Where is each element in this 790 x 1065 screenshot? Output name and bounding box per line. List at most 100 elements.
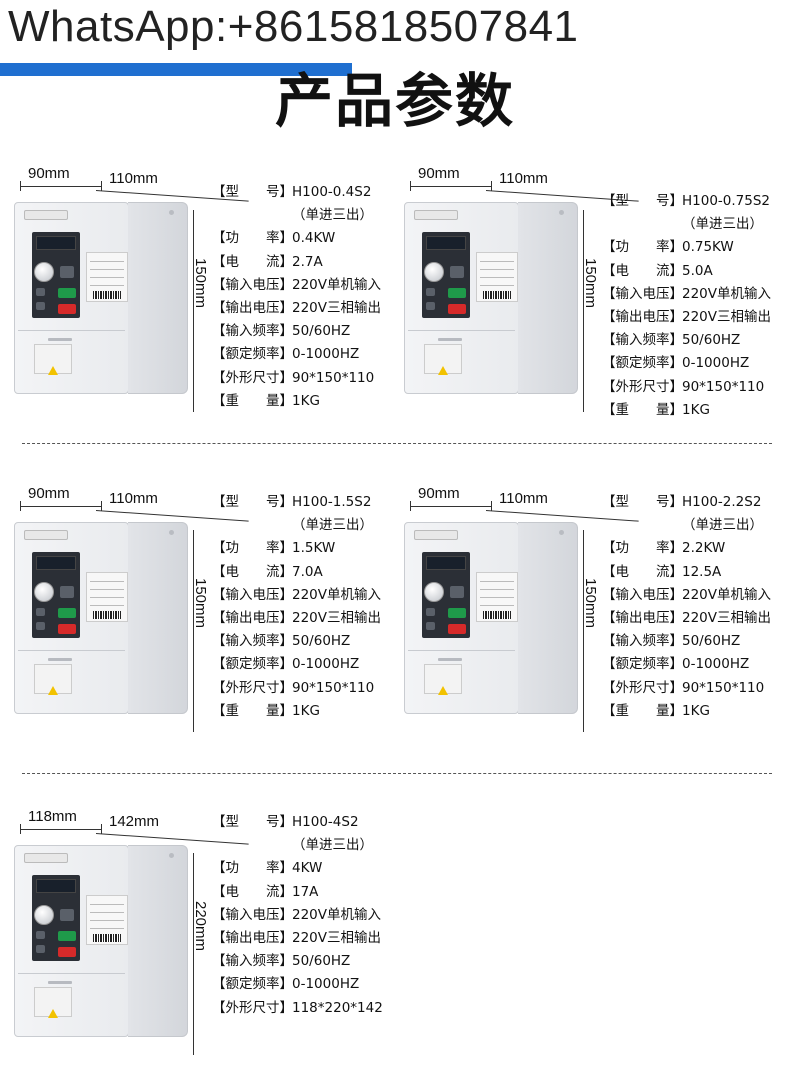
spec-value: H100-0.75S2 bbox=[682, 193, 771, 209]
vent-slot bbox=[48, 338, 72, 341]
dimension-depth: 110mm bbox=[109, 170, 158, 187]
stop-button bbox=[58, 304, 76, 314]
rating-label bbox=[86, 252, 128, 302]
warning-triangle-icon bbox=[48, 1009, 58, 1018]
spec-label: 【输入频率】 bbox=[212, 633, 293, 650]
spec-label: 【输出电压】 bbox=[212, 610, 293, 626]
spec-label: 【功 率】 bbox=[212, 230, 293, 247]
keypad-button bbox=[36, 302, 45, 310]
vent-slot bbox=[48, 981, 72, 984]
rating-label bbox=[86, 895, 128, 945]
spec-row: 【功 率】4KW bbox=[212, 858, 322, 878]
inverter-device-image bbox=[14, 522, 189, 714]
dimension-tick bbox=[101, 824, 102, 834]
label-line bbox=[90, 589, 124, 590]
dimension-width: 118mm bbox=[28, 808, 77, 825]
keypad-button bbox=[60, 909, 74, 921]
stop-button bbox=[448, 624, 466, 634]
dimension-tick bbox=[101, 181, 102, 191]
dimension-depth: 110mm bbox=[499, 490, 548, 507]
spec-label: 【功 率】 bbox=[602, 540, 683, 557]
dimension-height-line bbox=[193, 530, 194, 732]
dimension-tick bbox=[101, 501, 102, 511]
spec-value: 50/60HZ bbox=[292, 323, 351, 340]
spec-label: 【电 流】 bbox=[212, 883, 293, 900]
spec-label: 【输入电压】 bbox=[212, 906, 293, 923]
spec-label: 【重 量】 bbox=[212, 392, 293, 409]
spec-value: 0-1000HZ bbox=[292, 656, 360, 673]
spec-value: 0-1000HZ bbox=[682, 656, 750, 673]
spec-value: 1.5KW bbox=[292, 540, 336, 557]
screw bbox=[169, 530, 174, 535]
spec-value: H100-2.2S2 bbox=[682, 494, 762, 510]
dial-knob bbox=[34, 582, 54, 602]
spec-row: 【电 流】7.0A bbox=[212, 562, 323, 582]
spec-row: 【输出电压】220V三相输出 bbox=[212, 608, 381, 628]
dimension-width: 90mm bbox=[418, 485, 460, 502]
spec-row: 【输出电压】220V三相输出 bbox=[602, 307, 771, 327]
spec-row: 【输入电压】220V单机输入 bbox=[602, 585, 771, 605]
spec-label: 【功 率】 bbox=[602, 239, 683, 256]
stop-button bbox=[58, 624, 76, 634]
spec-value: 220V三相输出 bbox=[292, 930, 382, 946]
spec-label: 【外形尺寸】 bbox=[602, 378, 683, 395]
spec-row: 【输入频率】50/60HZ bbox=[212, 951, 350, 971]
dial-knob bbox=[34, 905, 54, 925]
barcode bbox=[93, 291, 121, 299]
spec-label: 【输入频率】 bbox=[212, 953, 293, 970]
spec-row: 【输入电压】220V单机输入 bbox=[212, 905, 381, 925]
inverter-device-image bbox=[14, 845, 189, 1037]
label-line bbox=[90, 597, 124, 598]
spec-value: 220V三相输出 bbox=[682, 309, 772, 325]
spec-row: 【外形尺寸】90*150*110 bbox=[212, 368, 374, 388]
run-button bbox=[58, 608, 76, 618]
barcode bbox=[483, 291, 511, 299]
dimension-height: 150mm bbox=[192, 578, 209, 629]
spec-row: 【外形尺寸】118*220*142 bbox=[212, 998, 383, 1018]
spec-value: 90*150*110 bbox=[682, 378, 765, 395]
warning-triangle-icon bbox=[48, 686, 58, 695]
label-line bbox=[480, 597, 514, 598]
inverter-device-image bbox=[404, 202, 579, 394]
spec-row: 【重 量】1KG bbox=[212, 701, 320, 721]
spec-label: 【输入电压】 bbox=[602, 586, 683, 603]
section-divider bbox=[22, 443, 772, 444]
rating-label bbox=[476, 572, 518, 622]
inverter-device-image bbox=[14, 202, 189, 394]
led-display bbox=[426, 236, 466, 250]
spec-row: 【外形尺寸】90*150*110 bbox=[212, 678, 374, 698]
spec-label: 【电 流】 bbox=[602, 563, 683, 580]
keypad-button bbox=[36, 608, 45, 616]
spec-row: 【型 号】H100-0.75S2 bbox=[602, 191, 770, 211]
spec-value: 220V三相输出 bbox=[292, 300, 382, 316]
spec-value: 220V三相输出 bbox=[682, 610, 772, 626]
keypad-button bbox=[60, 266, 74, 278]
spec-row: 【型 号】H100-1.5S2 bbox=[212, 492, 371, 512]
keypad-button bbox=[426, 608, 435, 616]
spec-value: 118*220*142 bbox=[292, 999, 383, 1016]
dimension-height-line bbox=[193, 853, 194, 1055]
spec-label: 【功 率】 bbox=[212, 860, 293, 877]
run-button bbox=[58, 288, 76, 298]
label-line bbox=[480, 285, 514, 286]
spec-label: 【电 流】 bbox=[602, 262, 683, 279]
keypad-button bbox=[426, 302, 435, 310]
brand-logo-image bbox=[414, 530, 458, 540]
spec-value: 7.0A bbox=[292, 563, 323, 580]
spec-value: 12.5A bbox=[682, 563, 722, 580]
spec-row: 【外形尺寸】90*150*110 bbox=[602, 377, 764, 397]
spec-value: （单进三出） bbox=[292, 517, 373, 534]
spec-row: 【输入频率】50/60HZ bbox=[212, 631, 350, 651]
dimension-width-line bbox=[20, 506, 101, 507]
brand-logo-image bbox=[414, 210, 458, 220]
spec-row: 【额定频率】0-1000HZ bbox=[602, 353, 749, 373]
brand-logo-image bbox=[24, 530, 68, 540]
dimension-height: 220mm bbox=[192, 901, 209, 952]
dimension-height-line bbox=[583, 210, 584, 412]
spec-row: 【型 号】H100-2.2S2 bbox=[602, 492, 761, 512]
spec-value: 220V单机输入 bbox=[682, 285, 772, 302]
spec-value: 220V三相输出 bbox=[292, 610, 382, 626]
spec-value: 17A bbox=[292, 883, 319, 900]
spec-label: 【型 号】 bbox=[602, 494, 683, 510]
spec-row: 【重 量】1KG bbox=[602, 400, 710, 420]
